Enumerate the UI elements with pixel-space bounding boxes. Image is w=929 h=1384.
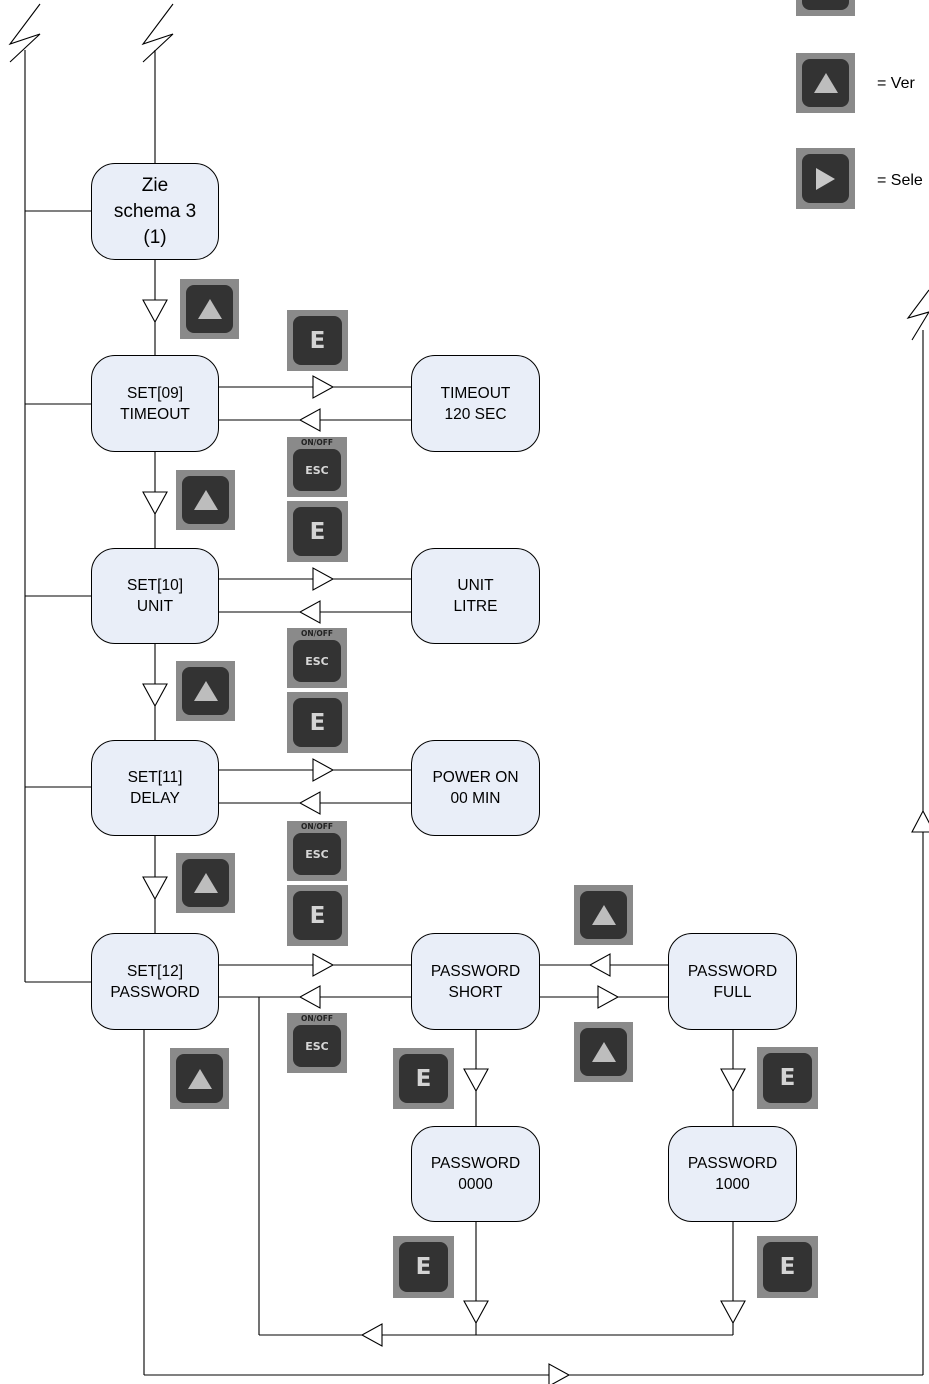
legend-right-arrow-key-icon [796, 148, 855, 209]
e-key-icon: E [393, 1048, 454, 1109]
node-password-short: PASSWORD SHORT [411, 933, 540, 1030]
arrow-left-timeout [298, 408, 321, 432]
legend-up-text: = Ver [877, 75, 915, 92]
e-key-icon: E [393, 1236, 454, 1298]
node-schema-3: Zie schema 3 (1) [91, 163, 219, 260]
up-arrow-key-icon [176, 470, 235, 530]
up-arrow-key-icon [574, 885, 633, 945]
node-password-1000: PASSWORD 1000 [668, 1126, 797, 1222]
e-key-icon: E [287, 310, 348, 371]
node-set12-password: SET[12] PASSWORD [91, 933, 219, 1030]
e-key-icon: E [287, 692, 348, 753]
e-key-icon: E [757, 1047, 818, 1109]
break-marker-center [141, 3, 174, 63]
node-set11-delay: SET[11] DELAY [91, 740, 219, 836]
up-arrow-key-icon [176, 853, 235, 913]
e-key-icon: E [757, 1236, 818, 1298]
arrow-down-pw-1000 [720, 1300, 746, 1325]
arrow-down-4 [142, 876, 168, 901]
arrow-down-pw-0000 [463, 1300, 489, 1325]
node-password-full: PASSWORD FULL [668, 933, 797, 1030]
arrow-right-short-to-full [597, 985, 620, 1009]
legend-key-partial-icon [796, 0, 855, 16]
arrow-down-3 [142, 683, 168, 708]
legend-right-text: = Sele [877, 172, 923, 189]
legend-up-arrow-key-icon [796, 53, 855, 113]
e-key-icon: E [287, 885, 348, 946]
arrow-down-1 [142, 299, 168, 324]
arrow-right-bottom [548, 1363, 571, 1384]
up-arrow-key-icon [180, 279, 239, 339]
arrow-right-set09 [312, 375, 335, 399]
arrow-right-set11 [312, 758, 335, 782]
arrow-up-right-line [911, 809, 929, 833]
arrow-left-unit [298, 600, 321, 624]
node-set09-timeout: SET[09] TIMEOUT [91, 355, 219, 452]
up-arrow-key-icon [574, 1022, 633, 1082]
node-power-on: POWER ON 00 MIN [411, 740, 540, 836]
node-set10-unit: SET[10] UNIT [91, 548, 219, 644]
node-unit-litre: UNIT LITRE [411, 548, 540, 644]
arrow-down-2 [142, 491, 168, 516]
node-timeout-120-sec: TIMEOUT 120 SEC [411, 355, 540, 452]
e-key-icon: E [287, 501, 348, 562]
arrow-left-full-to-short [588, 953, 611, 977]
arrow-left-poweron [298, 791, 321, 815]
arrow-down-pw-full [720, 1068, 746, 1093]
arrow-left-bottom [360, 1323, 383, 1347]
arrow-right-set12 [312, 953, 335, 977]
arrow-down-pw-short [463, 1068, 489, 1093]
arrow-left-pw-short [298, 985, 321, 1009]
break-marker-right [906, 289, 929, 341]
up-arrow-key-icon [170, 1048, 229, 1109]
break-marker-left [8, 3, 41, 63]
arrow-right-set10 [312, 567, 335, 591]
up-arrow-key-icon [176, 661, 235, 721]
node-password-0000: PASSWORD 0000 [411, 1126, 540, 1222]
